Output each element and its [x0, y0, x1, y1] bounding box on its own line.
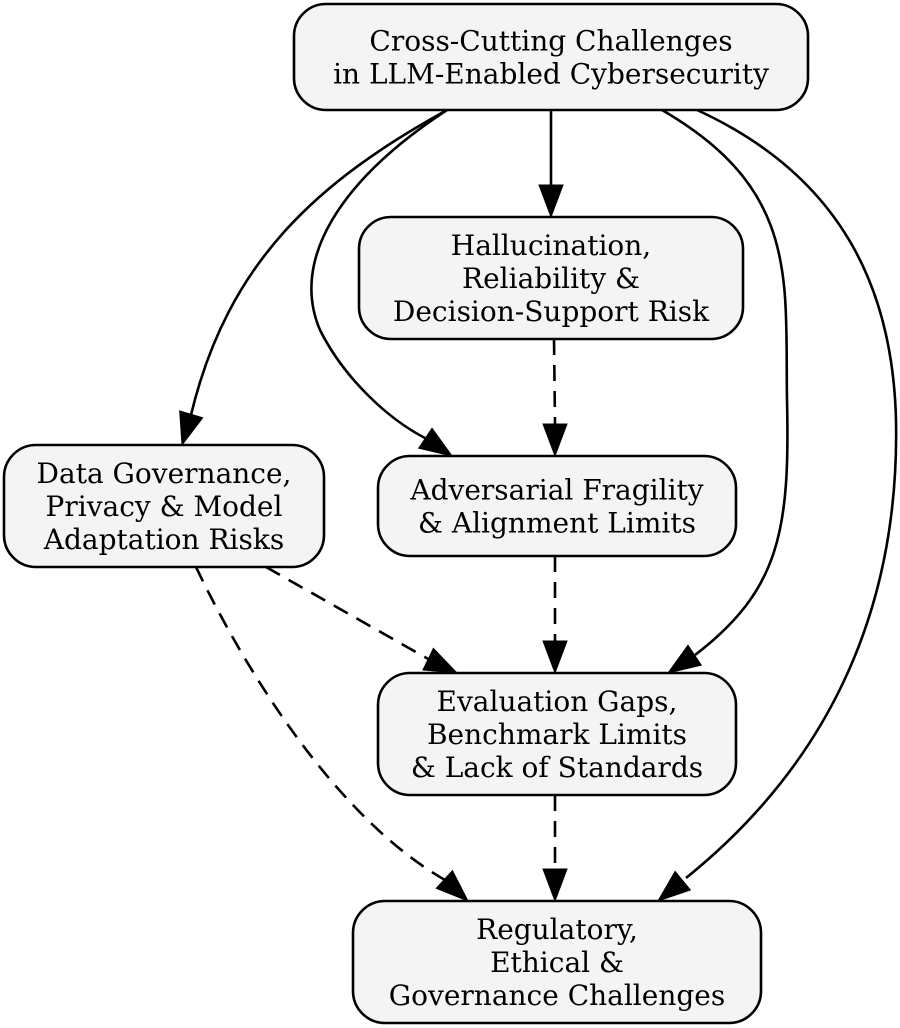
node-regulatory: Regulatory,Ethical &Governance Challenge… — [351, 899, 763, 1025]
edge-line — [685, 108, 898, 880]
arrowhead — [542, 868, 568, 903]
node-label-line: & Alignment Limits — [418, 507, 696, 540]
edge-root-to-regulatory — [656, 108, 898, 902]
edge-root-to-data-governance — [179, 108, 448, 447]
node-label-line: Regulatory, — [476, 913, 638, 946]
node-data-governance: Data Governance,Privacy & ModelAdaptatio… — [2, 443, 326, 569]
arrowhead — [542, 423, 568, 458]
edge-line — [189, 108, 448, 416]
edge-data-governance-to-regulatory — [194, 566, 470, 902]
node-label-line: Cross-Cutting Challenges — [369, 25, 732, 58]
arrowhead — [656, 870, 692, 902]
node-label-line: Adaptation Risks — [43, 523, 284, 556]
edge-root-to-hallucination — [538, 110, 564, 219]
node-evaluation: Evaluation Gaps,Benchmark Limits& Lack o… — [376, 671, 738, 797]
node-box — [2, 443, 326, 569]
edge-adversarial-to-evaluation — [542, 556, 568, 675]
node-box — [376, 454, 738, 558]
node-box — [292, 2, 810, 112]
arrowhead — [422, 647, 459, 674]
arrowhead — [666, 644, 703, 674]
node-label-line: Reliability & — [462, 262, 640, 295]
edge-evaluation-to-regulatory — [542, 795, 568, 903]
edge-hallucination-to-adversarial — [542, 338, 568, 458]
node-label-line: Governance Challenges — [389, 979, 725, 1012]
edge-line — [265, 565, 431, 662]
edges-layer — [179, 108, 898, 903]
node-label-line: Data Governance, — [37, 457, 292, 490]
edge-root-to-evaluation — [661, 108, 789, 674]
node-label-line: in LLM-Enabled Cybersecurity — [333, 58, 769, 91]
edge-line — [310, 108, 448, 440]
node-label-line: Decision-Support Risk — [393, 295, 710, 328]
arrowhead — [538, 184, 564, 219]
edge-data-governance-to-evaluation — [265, 565, 459, 674]
node-label-line: Hallucination, — [451, 229, 651, 262]
node-label-line: Benchmark Limits — [427, 718, 687, 751]
edge-line — [194, 566, 446, 882]
arrowhead — [542, 640, 568, 675]
arrowhead — [417, 427, 454, 457]
node-adversarial: Adversarial Fragility& Alignment Limits — [376, 454, 738, 558]
node-label-line: Evaluation Gaps, — [437, 685, 678, 718]
node-label-line: & Lack of Standards — [411, 751, 703, 784]
edge-root-to-adversarial — [310, 108, 454, 457]
edge-line — [552, 338, 557, 425]
edge-line — [661, 108, 789, 657]
node-hallucination: Hallucination,Reliability &Decision-Supp… — [357, 215, 745, 341]
node-box — [376, 671, 738, 797]
node-label-line: Adversarial Fragility — [409, 474, 703, 507]
node-box — [357, 215, 745, 341]
arrowhead — [179, 410, 204, 447]
arrowhead — [435, 869, 470, 902]
node-box — [351, 899, 763, 1025]
node-label-line: Privacy & Model — [46, 490, 283, 523]
node-label-line: Ethical & — [490, 946, 624, 979]
